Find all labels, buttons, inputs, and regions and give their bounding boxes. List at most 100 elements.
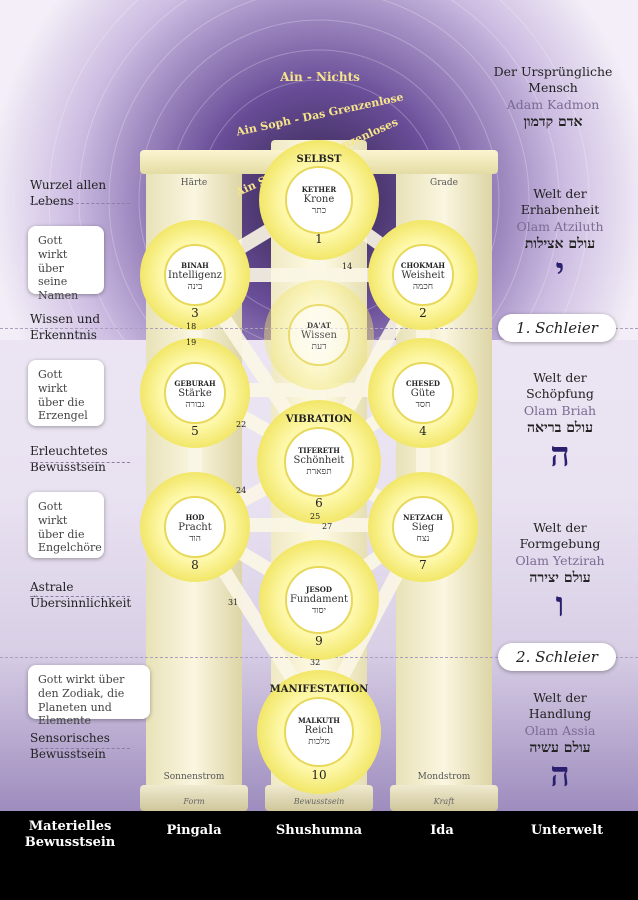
path-24: 24 (236, 486, 247, 495)
world-yetzirah-line2: Formgebung (519, 536, 601, 552)
world-atziluth-letter: י (555, 250, 565, 291)
binah-name: BINAH (181, 261, 209, 271)
hod-number: 8 (191, 558, 199, 572)
box-zodiak: Gott wirkt über den Zodiak, die Planeten… (28, 665, 150, 727)
chokmah-number: 2 (419, 306, 427, 320)
kether-name: KETHER (301, 184, 337, 194)
world-yetzirah: Welt der Formgebung Olam Yetzirah עולם י… (490, 520, 630, 624)
world-briah-line2: Schöpfung (526, 386, 594, 402)
world-yetzirah-sub: Olam Yetzirah (515, 552, 605, 568)
world-atziluth-line2: Erhabenheit (520, 202, 600, 218)
daat-german: Wissen (301, 330, 337, 342)
sephirah-geburah: GEBURAH Stärke גבורה 5 (140, 338, 250, 448)
world-assia-letter: ה (550, 754, 570, 795)
chesed-number: 4 (419, 424, 427, 438)
veil-2: 2. Schleier (498, 643, 616, 671)
path-25: 25 (310, 512, 321, 521)
binah-german: Intelligenz (168, 270, 222, 282)
box-engelchoere: Gott wirkt über die Engelchöre (28, 492, 104, 558)
bottom-materiell: Materielles Bewusstsein (24, 819, 116, 851)
jesod-german: Fundament (289, 593, 348, 605)
netzach-number: 7 (419, 558, 427, 572)
sephirah-chesed: CHESED Güte חסד 4 (368, 338, 478, 448)
world-assia-line1: Welt der (533, 690, 587, 705)
label-sensor: Sensorisches Bewusstsein (30, 731, 110, 761)
label-wissen: Wissen und Erkenntnis (30, 312, 101, 342)
sephirah-chokmah: CHOKMAH Weisheit חכמה 2 (368, 220, 478, 330)
world-yetzirah-line1: Welt der (533, 520, 587, 535)
left-pillar-top-label: Härte (180, 178, 208, 188)
hod-german: Pracht (178, 522, 212, 534)
bottom-bar: Materielles Bewusstsein Pingala Shushumn… (0, 811, 638, 900)
dash-erleuchtet (30, 462, 130, 463)
world-atziluth-hebrew: עולם אצילות (524, 235, 596, 252)
malkuth-number: 10 (311, 768, 327, 782)
daat-hebrew: דעת (311, 342, 327, 353)
geburah-hebrew: גבורה (185, 400, 205, 411)
tifereth-number: 6 (315, 496, 323, 510)
box-names: Gott wirkt über seine Namen (28, 226, 104, 302)
veil-1: 1. Schleier (498, 314, 616, 342)
chesed-german: Güte (410, 388, 436, 400)
bottom-ida: Ida (430, 823, 454, 838)
left-pillar-base (140, 785, 248, 811)
malkuth-name: MALKUTH (298, 716, 340, 726)
tifereth-name: TIFERETH (298, 446, 340, 456)
label-erleuchtet: Erleuchtetes Bewusstsein (30, 444, 108, 474)
dash-sensor (30, 748, 130, 749)
kether-german: Krone (303, 193, 335, 205)
world-yetzirah-letter: ו (555, 584, 565, 625)
bottom-pingala: Pingala (166, 823, 222, 838)
tifereth-principle: VIBRATION (285, 414, 353, 425)
kether-principle: SELBST (296, 154, 342, 165)
malkuth-hebrew: מלכות (308, 737, 330, 748)
chesed-hebrew: חסד (415, 400, 431, 411)
path-32: 32 (310, 658, 321, 667)
world-briah-letter: ה (550, 434, 570, 475)
chesed-name: CHESED (405, 379, 440, 389)
chokmah-hebrew: חכמה (412, 282, 434, 293)
daat-name: DA'AT (307, 321, 331, 331)
malkuth-principle: MANIFESTATION (269, 684, 369, 695)
geburah-german: Stärke (178, 388, 212, 400)
kether-number: 1 (315, 232, 323, 246)
dash-astral (30, 596, 130, 597)
chokmah-german: Weisheit (401, 270, 445, 282)
sephirah-tifereth: VIBRATION TIFERETH Schönheit תפארת 6 (257, 400, 381, 524)
binah-hebrew: בינה (187, 282, 203, 293)
right-base-label: Kraft (433, 797, 455, 806)
tifereth-hebrew: תפארת (306, 467, 332, 478)
adam-kadmon-name: Adam Kadmon (506, 96, 600, 112)
jesod-name: JESOD (306, 584, 332, 594)
right-pillar-top-label: Grade (430, 178, 458, 188)
world-yetzirah-hebrew: עולם יצירה (529, 569, 591, 586)
world-briah: Welt der Schöpfung Olam Briah עולם בריאה… (490, 370, 630, 474)
right-pillar-base (390, 785, 498, 811)
adam-kadmon-hebrew: אדם קדמון (523, 113, 583, 130)
middle-base-label: Bewusstsein (293, 797, 345, 806)
geburah-name: GEBURAH (174, 379, 216, 389)
sephirah-jesod: JESOD Fundament יסוד 9 (259, 540, 379, 660)
bottom-unterwelt: Unterwelt (530, 823, 604, 838)
box-erzengel: Gott wirkt über die Erzengel (28, 360, 104, 426)
binah-number: 3 (191, 306, 199, 320)
netzach-german: Sieg (411, 522, 435, 534)
sephirah-daat: DA'AT Wissen דעת (264, 280, 374, 390)
path-18: 18 (186, 322, 197, 331)
geburah-number: 5 (191, 424, 199, 438)
malkuth-german: Reich (304, 725, 334, 737)
sephirah-netzach: NETZACH Sieg נצח 7 (368, 472, 478, 582)
world-assia-line2: Handlung (528, 706, 592, 722)
path-14: 14 (342, 262, 353, 271)
world-atziluth: Welt der Erhabenheit Olam Atziluth עולם … (490, 186, 630, 290)
chokmah-name: CHOKMAH (400, 261, 446, 271)
path-19: 19 (186, 338, 197, 347)
hod-name: HOD (185, 513, 205, 523)
path-31: 31 (228, 598, 239, 607)
tifereth-german: Schönheit (293, 455, 345, 467)
world-assia: Welt der Handlung Olam Assia עולם עשיה ה (490, 690, 630, 794)
label-wurzel: Wurzel allen Lebens (30, 178, 107, 208)
world-briah-line1: Welt der (533, 370, 587, 385)
adam-kadmon-block: Der Ursprüngliche Mensch Adam Kadmon אדם… (478, 64, 628, 131)
